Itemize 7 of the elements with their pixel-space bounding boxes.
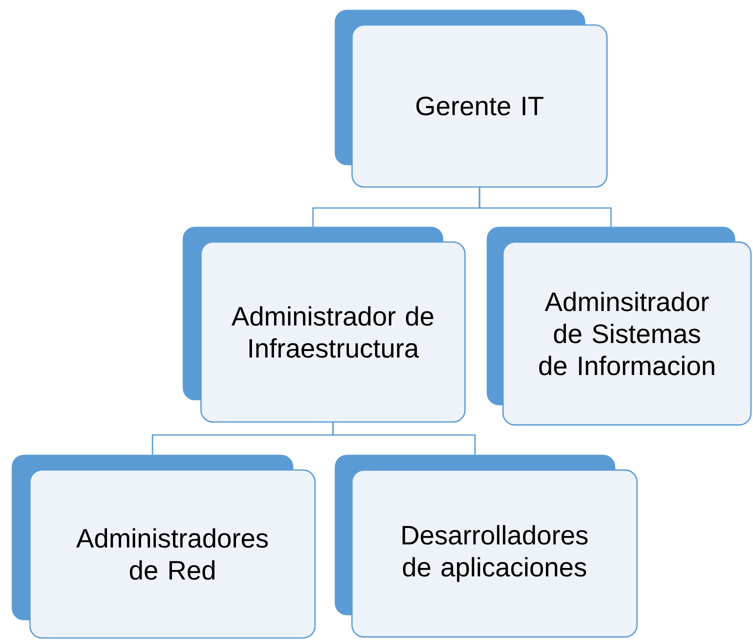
- org-box: Desarrolladores de aplicaciones: [334, 454, 638, 638]
- org-box: Adminsitrador de Sistemas de Informacion: [486, 226, 752, 426]
- org-box: Administrador de Infraestructura: [182, 226, 466, 423]
- connector-line: [478, 188, 612, 227]
- connector-line: [332, 422, 476, 455]
- org-box: Gerente IT: [334, 10, 608, 188]
- org-box: Administradores de Red: [12, 454, 316, 639]
